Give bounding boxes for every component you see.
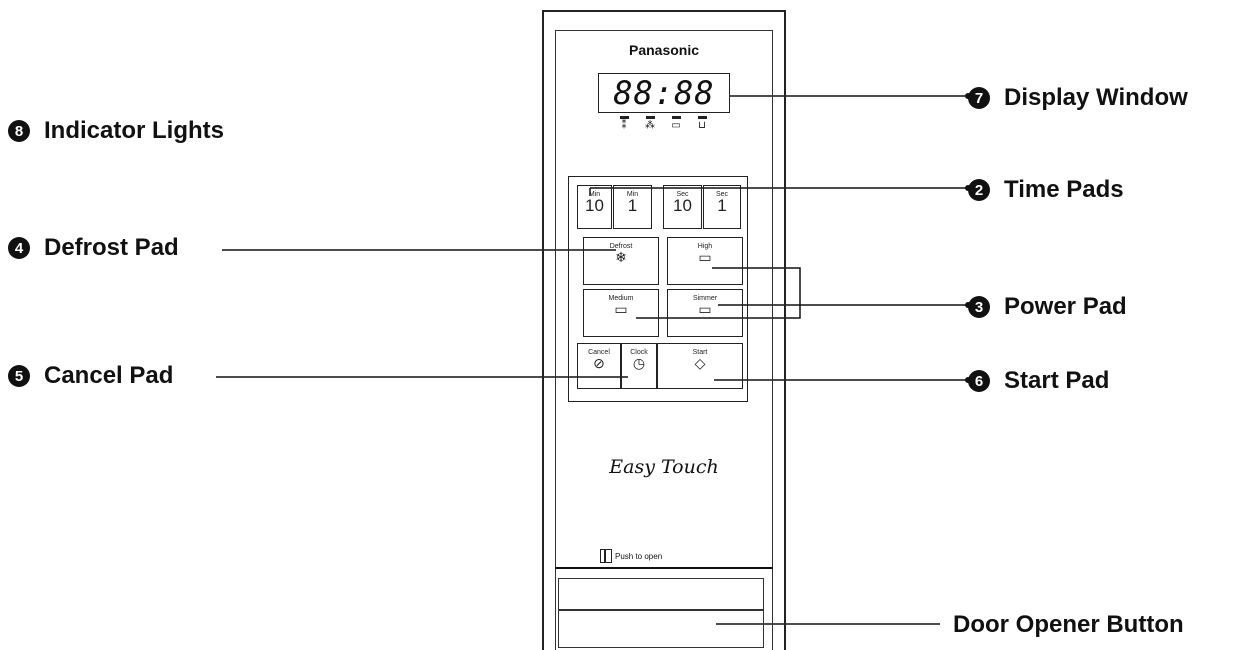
indicator-light: ▭ [670,116,682,131]
indicator-light: ⁂ [644,116,656,131]
callout-defrost-pad: 4 Defrost Pad [8,234,179,262]
start-pad[interactable]: Start◇ [657,343,743,389]
callout-indicator-lights: 8 Indicator Lights [8,117,224,145]
pot-icon: ▭ [698,301,712,317]
cancel-icon: ⊘ [593,355,605,371]
push-to-open-label: Push to open [600,549,662,563]
defrost-pad[interactable]: Defrost❄ [583,237,659,285]
brand-logo: Panasonic [628,42,700,58]
start-icon: ◇ [694,355,706,371]
cancel-pad[interactable]: Cancel⊘ [577,343,621,389]
high-power-pad[interactable]: High▭ [667,237,743,285]
medium-power-pad[interactable]: Medium▭ [583,289,659,337]
snowflake-icon: ❄ [615,249,627,265]
indicator-light: ⁑ [618,116,630,131]
clock-pad[interactable]: Clock◷ [621,343,657,389]
indicator-light: ⊔ [696,116,708,131]
callout-start-pad: 6 Start Pad [968,367,1109,395]
door-icon [600,549,612,563]
simmer-power-pad[interactable]: Simmer▭ [667,289,743,337]
clock-icon: ◷ [632,355,646,371]
callout-power-pad: 3 Power Pad [968,293,1127,321]
easy-touch-logo: Easy Touch [609,456,719,478]
callout-display-window: 7 Display Window [968,84,1188,112]
divider [555,567,773,569]
callout-time-pads: 2 Time Pads [968,176,1124,204]
pot-icon: ▭ [614,301,628,317]
callout-cancel-pad: 5 Cancel Pad [8,362,173,390]
pot-icon: ▭ [698,249,712,265]
control-panel-inner [555,30,773,650]
display-digits: 88:88 [613,74,715,112]
door-opener-button[interactable] [558,578,764,648]
callout-door-opener: Door Opener Button [953,611,1184,638]
display-window: 88:88 [598,73,730,113]
control-panel-outline [542,10,786,650]
indicator-lights: ⁑ ⁂ ▭ ⊔ [618,116,708,131]
